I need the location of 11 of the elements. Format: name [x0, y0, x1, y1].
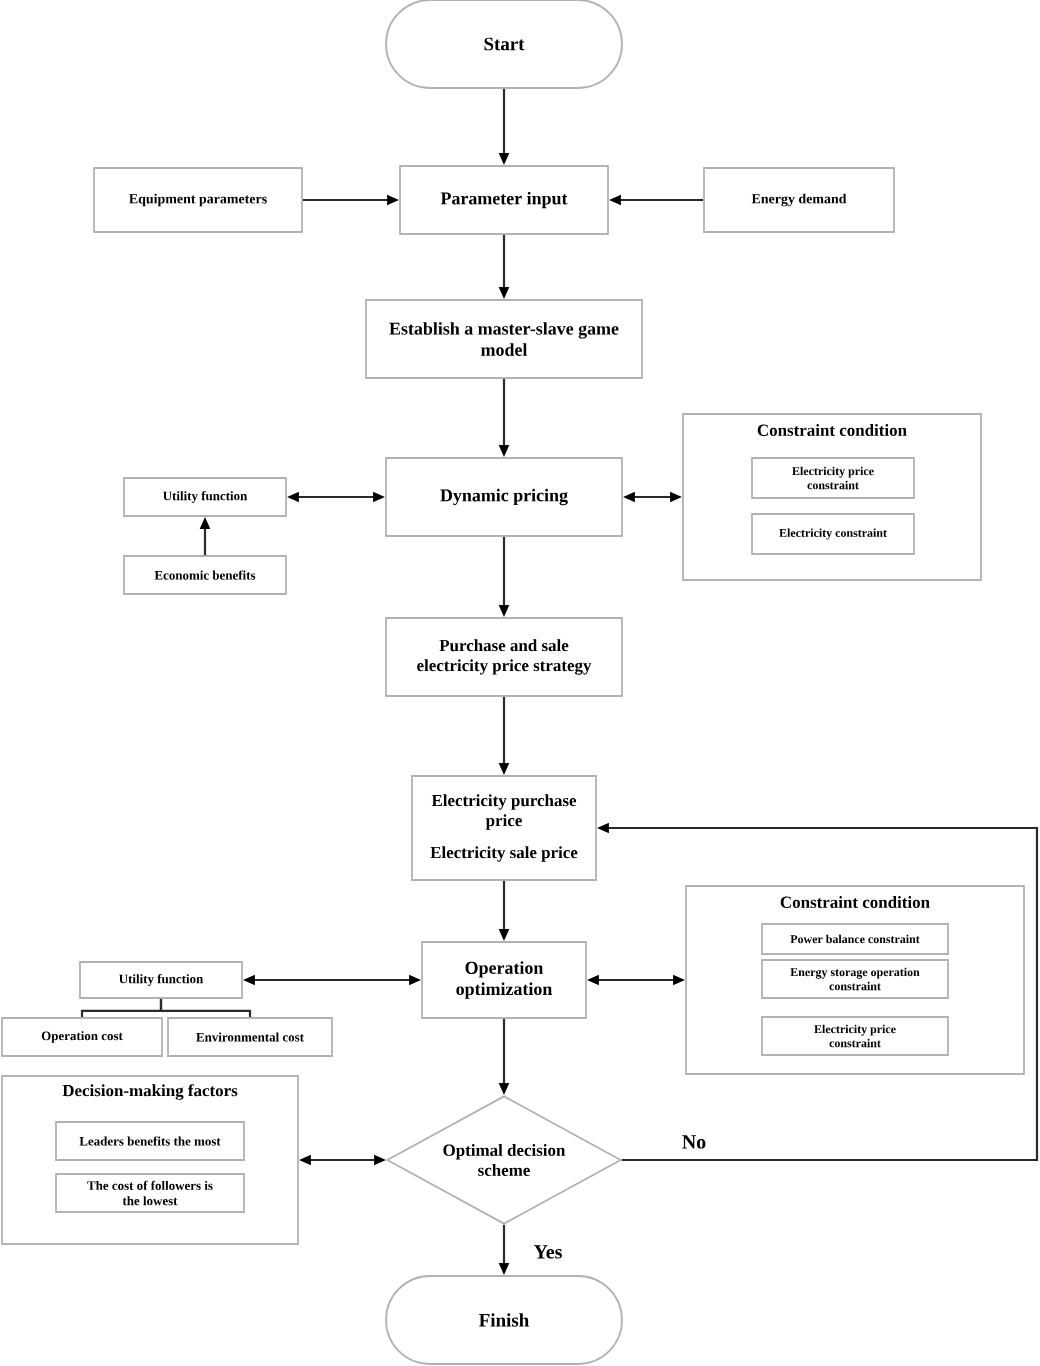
terminal-box: Start — [385, 0, 623, 89]
process-box: Dynamic pricing — [385, 457, 623, 537]
connector-line — [159, 998, 252, 1018]
process-box: Parameter input — [399, 165, 609, 235]
process-box: Electricity purchase price Electricity sale price — [411, 775, 597, 881]
process-box: Establish a master-slave game model — [365, 299, 643, 379]
edge-label: Yes — [533, 1245, 562, 1259]
edge-label: No — [682, 1135, 706, 1149]
process-box: Purchase and sale electricity price strategy — [385, 617, 623, 697]
terminal-box: Finish — [385, 1275, 623, 1365]
process-box: Operation optimization — [421, 941, 587, 1019]
